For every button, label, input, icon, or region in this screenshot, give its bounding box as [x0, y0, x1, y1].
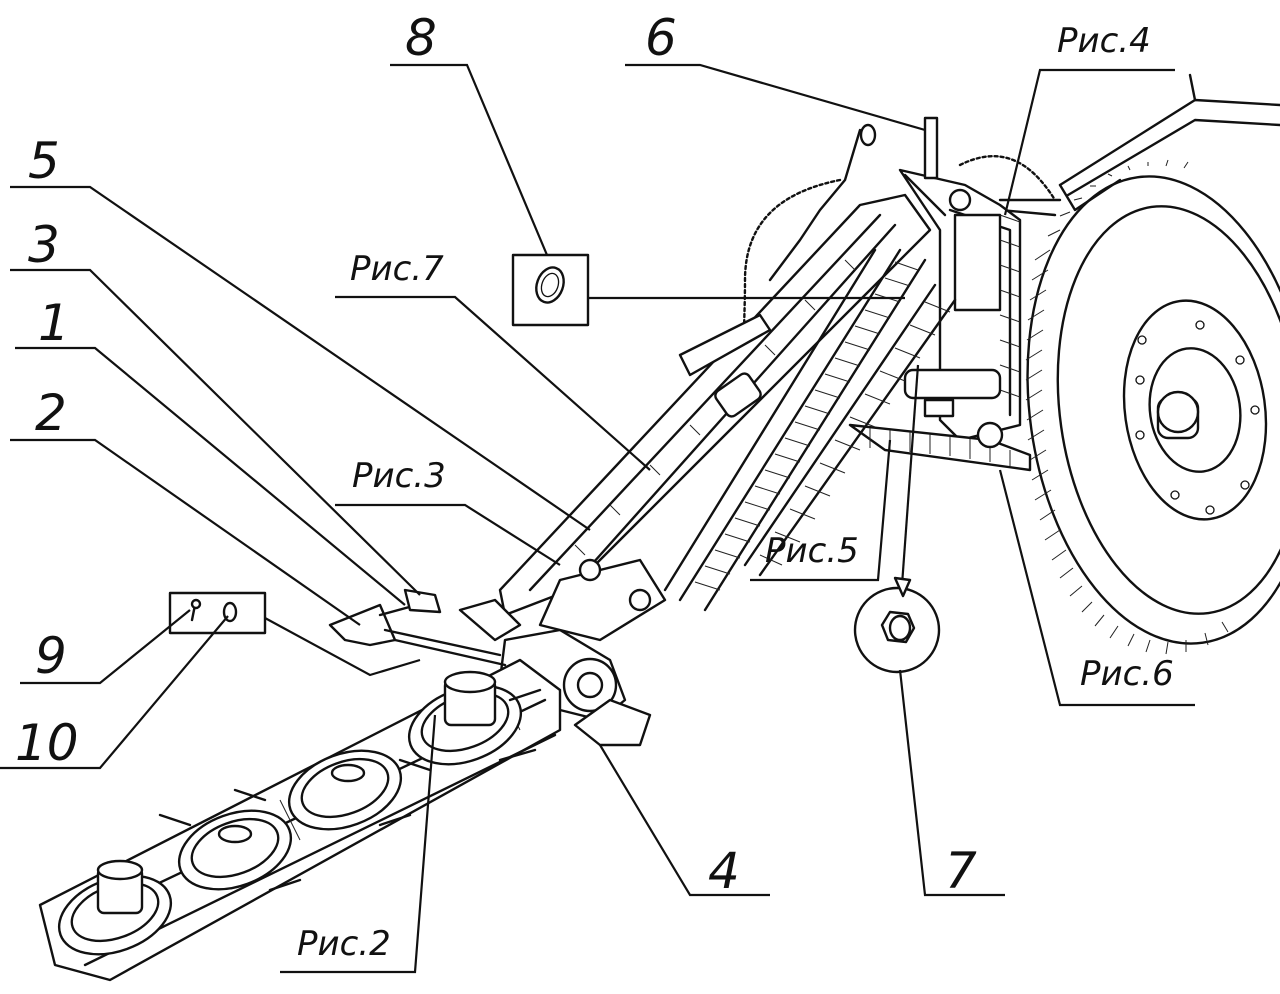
- label-5: 5: [28, 132, 60, 190]
- leader-fig7: [335, 295, 651, 471]
- label-fig5: Рис.5: [765, 531, 859, 571]
- leader-fig5: [750, 439, 892, 582]
- leader-9: [20, 609, 191, 685]
- inset-washer-8: [511, 253, 590, 327]
- tyre-tread: [1025, 159, 1229, 655]
- leader-5: [10, 185, 591, 531]
- disc-1: [57, 859, 173, 956]
- tractor-body: [998, 73, 1280, 217]
- labels: 8 6 Рис.4 5 3 Рис.7 1 2 Рис.3 Рис.5 9 Ри…: [15, 9, 1174, 964]
- leader-fig4: [1003, 68, 1175, 216]
- label-9: 9: [35, 627, 67, 685]
- label-10: 10: [15, 714, 79, 772]
- label-fig3: Рис.3: [352, 456, 446, 496]
- cutting-discs: [57, 670, 542, 956]
- leader-2: [10, 438, 361, 626]
- disc-3: [287, 749, 403, 831]
- leader-4: [599, 744, 770, 897]
- leader-fig2: [280, 714, 437, 974]
- link-rod: [328, 588, 507, 667]
- tractor-wheel: [1025, 159, 1280, 655]
- leader-1: [15, 346, 406, 606]
- label-3: 3: [28, 216, 60, 274]
- springs: [663, 248, 957, 612]
- leader-fig6: [998, 469, 1195, 707]
- cutting-knives: [158, 688, 542, 892]
- gearbox-head: [458, 558, 667, 747]
- leader-fig3: [335, 503, 561, 566]
- label-fig4: Рис.4: [1057, 21, 1151, 61]
- leader-lines: [0, 63, 1195, 974]
- leader-6: [625, 63, 926, 132]
- label-1: 1: [38, 294, 70, 352]
- wheel-bolts: [1135, 320, 1260, 515]
- leader-10: [0, 615, 229, 770]
- label-fig6: Рис.6: [1080, 654, 1174, 694]
- label-7: 7: [945, 842, 977, 900]
- label-2: 2: [35, 384, 67, 442]
- hitch-frame: [848, 116, 1032, 472]
- label-8: 8: [405, 9, 437, 67]
- main-beam: [498, 193, 932, 617]
- label-6: 6: [645, 9, 677, 67]
- pointer-9-10: [264, 617, 421, 677]
- label-4: 4: [708, 842, 740, 900]
- leader-3: [10, 268, 421, 596]
- label-fig7: Рис.7: [350, 249, 444, 289]
- leader-7: [898, 669, 1005, 897]
- inset-nut-7: [853, 586, 941, 674]
- pointer-7: [900, 364, 920, 586]
- arrow-head-7: [893, 576, 912, 598]
- disc-2: [177, 809, 293, 891]
- leader-8: [390, 63, 549, 256]
- label-fig2: Рис.2: [297, 924, 391, 964]
- disc-4: [407, 670, 523, 766]
